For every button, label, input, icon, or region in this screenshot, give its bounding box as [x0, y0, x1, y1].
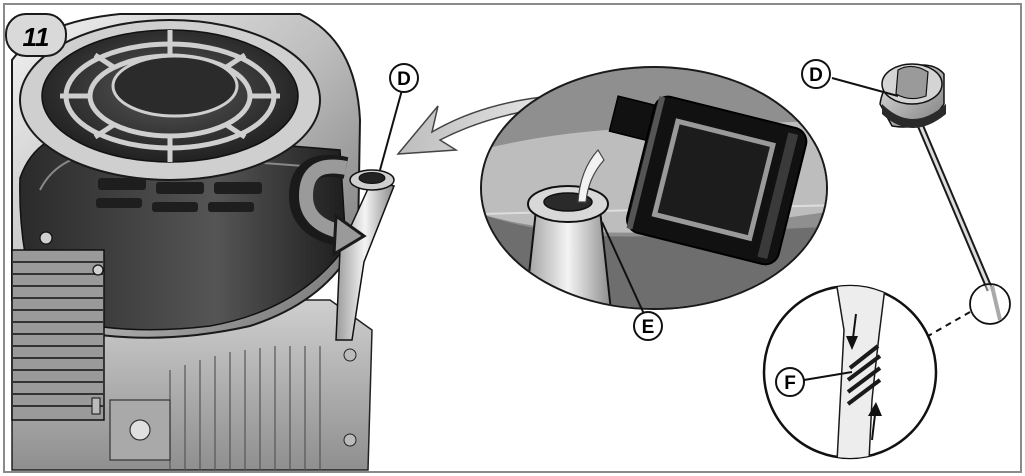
engine-fins [169, 346, 321, 470]
callout-d-engine-leader [379, 89, 403, 171]
shroud-slots [96, 178, 262, 212]
oil-stream [577, 148, 605, 203]
callout-d-engine-label: D [397, 69, 411, 90]
hatch-marks [846, 344, 882, 406]
callout-d-cap-label: D [809, 65, 823, 86]
callout-f-leader [803, 371, 853, 381]
dipstick-zoom-marker [969, 283, 1011, 325]
figure-number: 11 [23, 22, 50, 52]
oil-bottle [608, 95, 808, 266]
callout-d-cap: D [801, 59, 831, 89]
callout-e-label: E [642, 317, 655, 338]
zoom-leader [927, 311, 971, 337]
callout-f-label: F [784, 373, 796, 394]
oil-cooler [11, 231, 105, 421]
flywheel-cover [111, 54, 239, 118]
oil-fill-tube [335, 179, 396, 341]
callout-e: E [633, 311, 663, 341]
callout-e-leader [601, 221, 645, 315]
dipstick [879, 63, 1011, 325]
rotate-cap-arrow [288, 154, 367, 257]
engine [11, 13, 396, 471]
callout-d-engine: D [389, 63, 419, 93]
oil-pour-inset [480, 66, 828, 310]
callout-f: F [775, 367, 805, 397]
figure-number-badge: 11 [5, 13, 67, 57]
callout-d-cap-leader [831, 77, 899, 97]
